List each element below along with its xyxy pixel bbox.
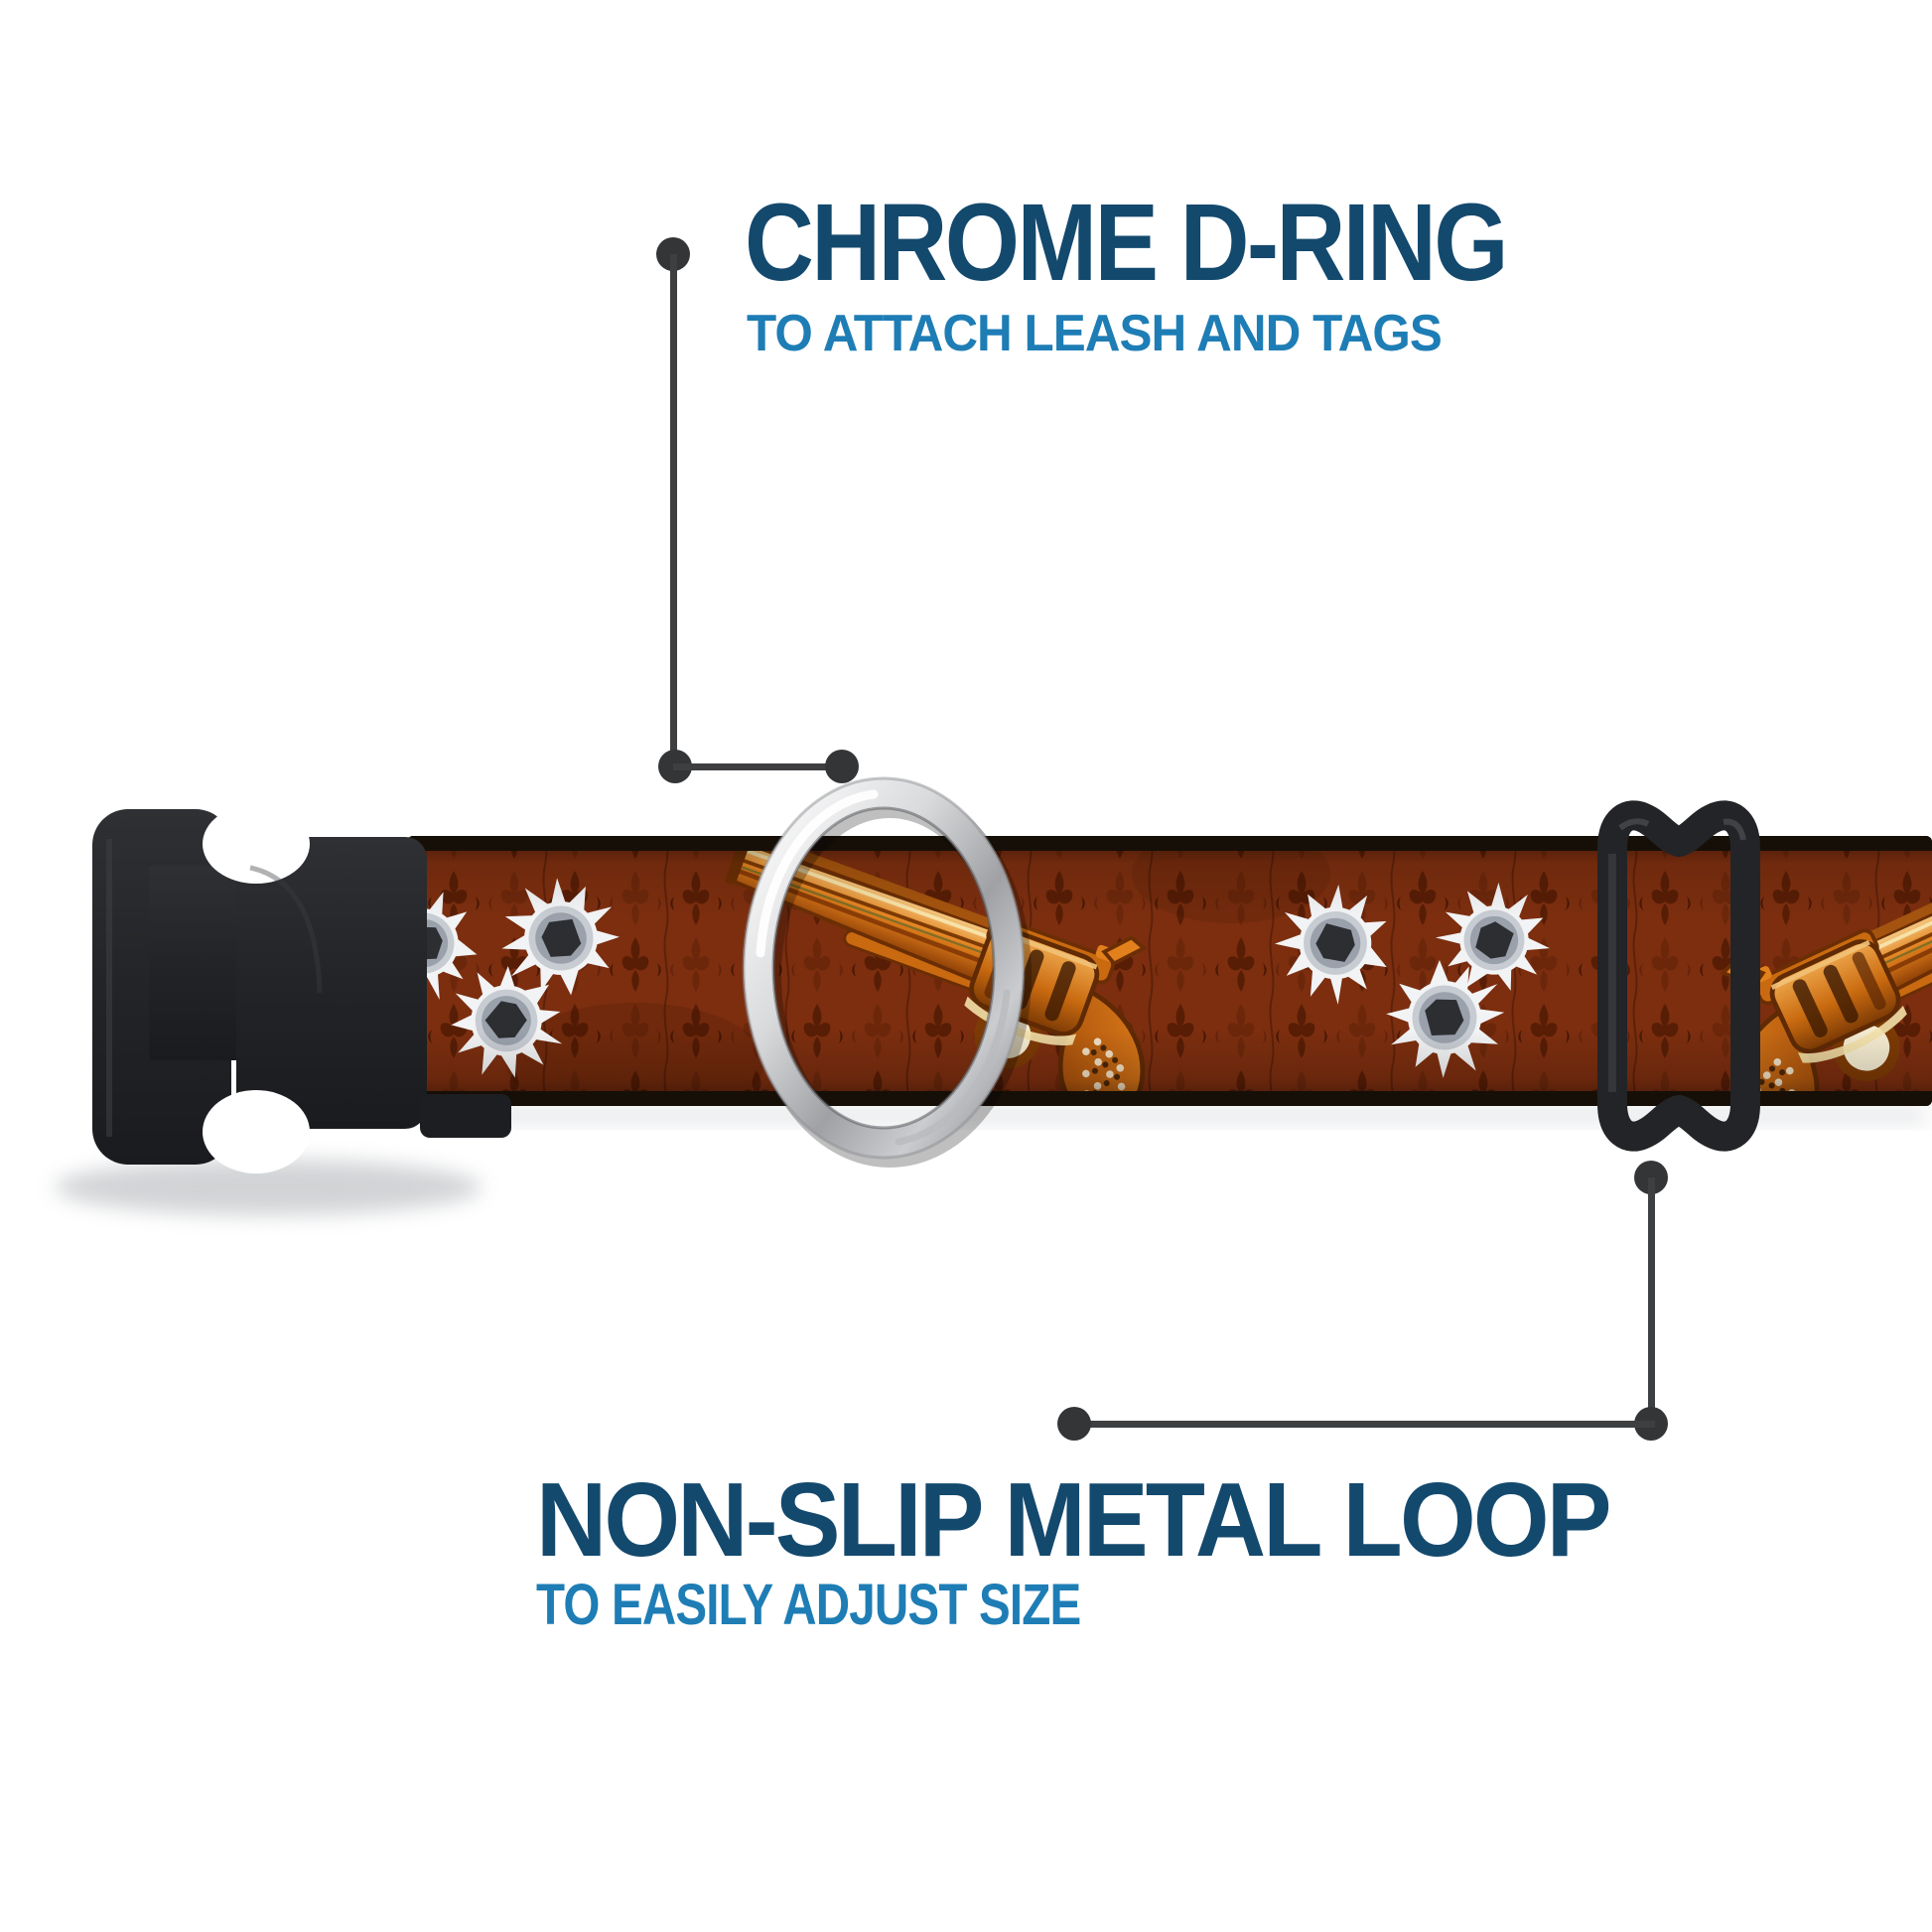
callout-line-horizontal bbox=[1074, 1421, 1655, 1428]
callout-dot bbox=[825, 750, 859, 783]
chrome-d-ring bbox=[742, 776, 1032, 1168]
metal-slider-loop bbox=[1597, 800, 1760, 1152]
plastic-buckle bbox=[92, 804, 511, 1173]
strap-edge-bottom bbox=[407, 1091, 1932, 1106]
callout-line-vertical bbox=[670, 254, 677, 766]
buckle-shadow bbox=[55, 1160, 482, 1215]
callout-bottom-title: NON-SLIP METAL LOOP bbox=[536, 1461, 1612, 1579]
buckle-top-notch bbox=[203, 804, 310, 884]
callout-dot bbox=[1057, 1407, 1091, 1441]
callout-top-title: CHROME D-RING bbox=[745, 182, 1509, 304]
callout-bottom-subtitle: TO EASILY ADJUST SIZE bbox=[536, 1573, 1081, 1637]
buckle-strap-bar bbox=[420, 1094, 511, 1138]
callout-line-vertical bbox=[1648, 1177, 1655, 1424]
callout-top-subtitle: TO ATTACH LEASH AND TAGS bbox=[747, 305, 1443, 362]
callout-line-horizontal bbox=[673, 763, 844, 770]
buckle-bottom-notch bbox=[203, 1090, 310, 1173]
